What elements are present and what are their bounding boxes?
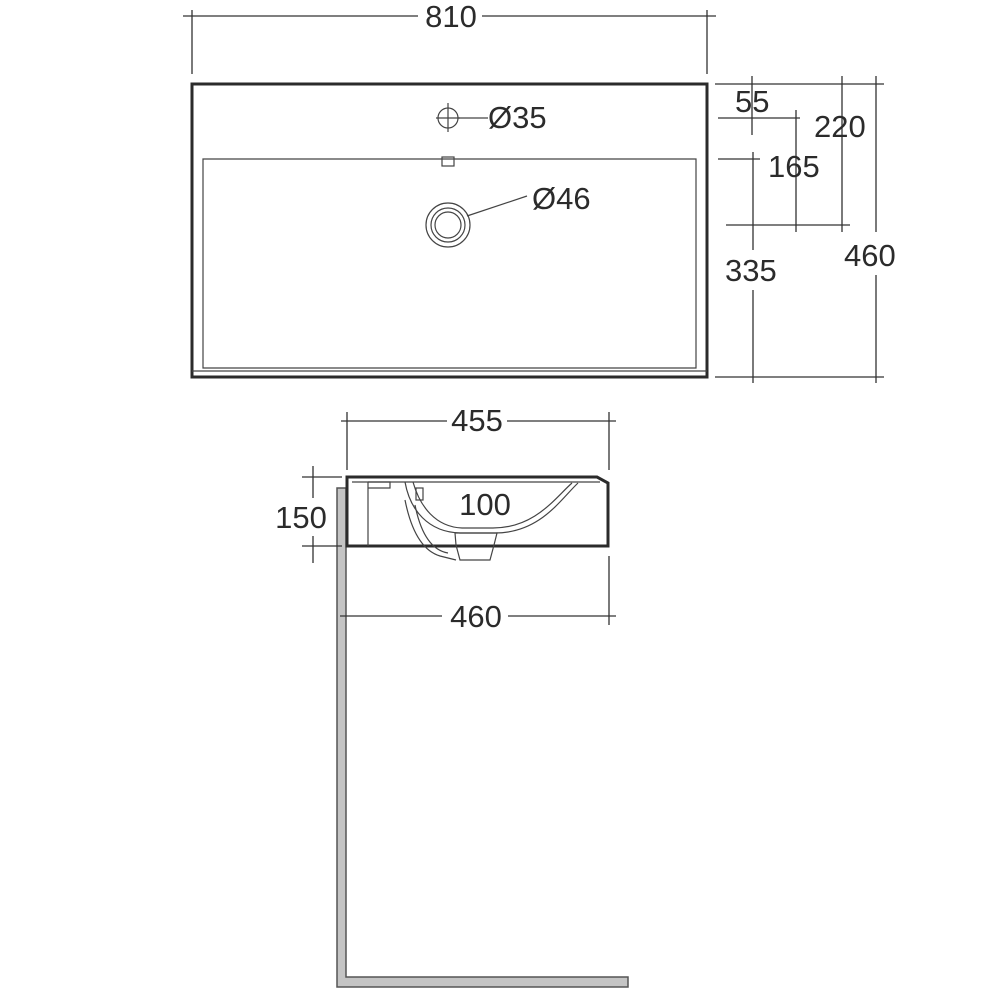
label-bowl-to-waste: 165 bbox=[768, 149, 820, 184]
label-waste-offset: 220 bbox=[814, 109, 866, 144]
label-bowl-depth: 100 bbox=[459, 487, 511, 522]
label-tap-hole-offset: 55 bbox=[735, 84, 769, 119]
wall-bracket bbox=[336, 487, 629, 988]
label-overall-width: 810 bbox=[425, 0, 477, 34]
tap-hole-icon bbox=[436, 103, 460, 132]
plan-view bbox=[183, 10, 884, 383]
label-waste-hole: Ø46 bbox=[532, 181, 591, 216]
tap-block bbox=[368, 481, 391, 489]
side-top-dimension bbox=[341, 412, 616, 470]
width-dimension bbox=[183, 10, 716, 74]
side-view bbox=[302, 412, 629, 988]
basin-section bbox=[345, 475, 610, 548]
label-side-depth-top: 455 bbox=[451, 403, 503, 438]
basin-outline bbox=[190, 82, 709, 379]
bowl-outline bbox=[202, 158, 697, 369]
side-bottom-dimension bbox=[340, 556, 616, 625]
label-front-to-waste: 335 bbox=[725, 253, 777, 288]
label-tap-hole: Ø35 bbox=[488, 100, 547, 135]
waste-hole-icon bbox=[425, 202, 471, 248]
label-side-depth-bottom: 460 bbox=[450, 599, 502, 634]
overflow-detail bbox=[415, 487, 424, 501]
trap-pipe bbox=[404, 499, 457, 561]
label-overall-depth: 460 bbox=[844, 238, 896, 273]
waste-outlet bbox=[454, 532, 498, 561]
overflow-slot bbox=[441, 156, 455, 167]
label-height: 150 bbox=[275, 500, 327, 535]
bowl-curve-inner bbox=[412, 481, 573, 529]
depth-dimension-lines bbox=[715, 76, 884, 383]
height-dimension bbox=[302, 466, 342, 563]
waste-hole-leader bbox=[466, 195, 528, 217]
